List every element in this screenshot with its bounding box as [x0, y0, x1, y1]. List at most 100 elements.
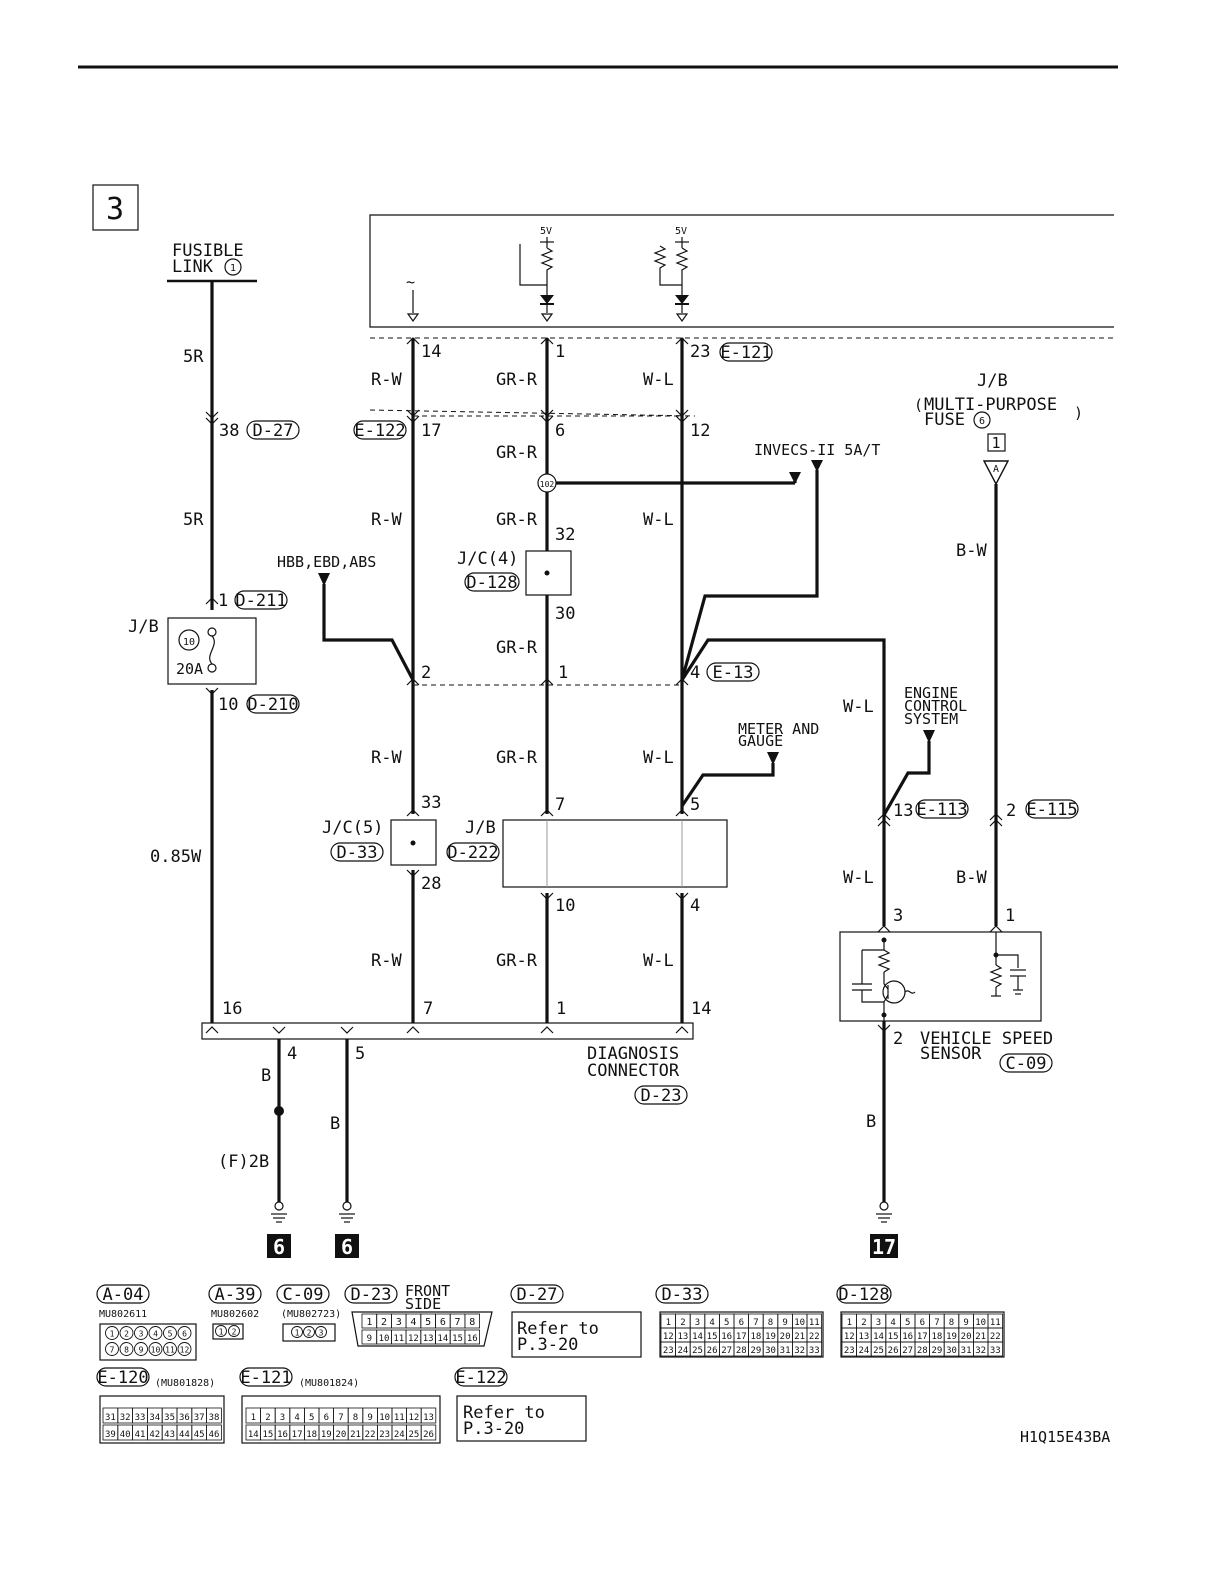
legend-d33-pin: 9 [782, 1318, 787, 1328]
legend-d128-pin: 9 [963, 1318, 968, 1328]
legend-d23-code: D-23 [351, 1285, 392, 1305]
legend-d33-pin: 16 [721, 1332, 732, 1342]
legend-d27-ref2: P.3-20 [517, 1335, 578, 1355]
legend-e120-pin: 32 [120, 1413, 131, 1423]
svg-text:~: ~ [406, 273, 415, 291]
legend-d23-pin: 1 [366, 1317, 372, 1328]
vss-label-2: SENSOR [920, 1044, 982, 1064]
legend-e120-pin: 31 [105, 1413, 116, 1423]
legend-e120-pin: 33 [135, 1413, 146, 1423]
jb-fuse-link-num: 1 [991, 434, 1000, 452]
jb-fuse-label-2: MULTI-PURPOSE [924, 395, 1057, 415]
e113-pin: 13 [893, 801, 913, 821]
wire-grr-column [540, 337, 554, 1023]
meter-label-2: GAUGE [738, 732, 783, 750]
diag-pin-1: 1 [556, 999, 566, 1019]
conn-e122: E-122 [354, 421, 405, 441]
wire-label-rw-3: R-W [371, 748, 402, 768]
legend-a04-pin: 1 [110, 1330, 115, 1339]
jb222-pin-5: 5 [690, 795, 700, 815]
legend-e120-pin: 34 [149, 1413, 160, 1423]
conn-e115: E-115 [1026, 800, 1077, 820]
fusible-link-num-circle [224, 258, 242, 276]
e121-pin-14: 14 [421, 342, 441, 362]
ground-num-3: 17 [872, 1235, 896, 1259]
legend-d33-pin: 3 [695, 1318, 700, 1328]
legend-d128-pin: 25 [873, 1346, 884, 1356]
legend-a04-pin: 9 [139, 1346, 144, 1355]
vehicle-speed-sensor [839, 925, 1042, 1032]
legend-d23-pin: 8 [469, 1317, 475, 1328]
wire-label-b-3: B [866, 1112, 876, 1132]
wire-label-wl-5: W-L [843, 697, 874, 717]
legend-d128-pin: 19 [946, 1332, 957, 1342]
legend-d33-pin: 12 [663, 1332, 674, 1342]
legend-d128-pin: 26 [888, 1346, 899, 1356]
wire-wl-column [675, 337, 689, 1023]
legend-a04-cell [177, 1326, 192, 1340]
legend-d33-pin: 28 [736, 1346, 747, 1356]
legend-a04-pin: 8 [124, 1346, 129, 1355]
legend-d128-pin: 11 [990, 1318, 1001, 1328]
legend-d128-pin: 5 [905, 1318, 910, 1328]
legend-d23-note1: FRONT [405, 1282, 450, 1300]
legend-e121-code: E-121 [240, 1368, 291, 1388]
legend-a04-pin: 4 [153, 1330, 158, 1339]
legend-d23-pin: 4 [410, 1317, 416, 1328]
conn-e113: E-113 [916, 800, 967, 820]
legend-e121-pin: 25 [408, 1430, 419, 1440]
legend-d128-pin: 20 [961, 1332, 972, 1342]
vss-pin-2: 2 [893, 1029, 903, 1049]
legend-e121-pin: 22 [365, 1430, 376, 1440]
legend-a04-pin: 10 [151, 1346, 161, 1355]
legend-d33-pin: 23 [663, 1346, 674, 1356]
conn-e121: E-121 [720, 343, 771, 363]
legend-a04-cell [163, 1326, 177, 1340]
diag-label: DIAGNOSIS [587, 1044, 679, 1064]
svg-text:): ) [1074, 404, 1083, 422]
legend-d33-pin: 26 [707, 1346, 718, 1356]
legend-a04-cell [134, 1342, 148, 1356]
jb10-fuse-num: 10 [183, 637, 195, 648]
legend-e121-pin: 11 [394, 1413, 405, 1423]
jb10-amp: 20A [176, 660, 203, 678]
legend-a04-cell [119, 1326, 134, 1340]
legend-d128-pin: 17 [917, 1332, 928, 1342]
section-number: 3 [106, 192, 124, 227]
legend-a04-pin: 11 [165, 1346, 175, 1355]
vss-pin-3: 3 [893, 906, 903, 926]
legend-d23-pin: 12 [408, 1334, 419, 1344]
legend-d128-pin: 13 [858, 1332, 869, 1342]
jb222-label: J/B [465, 818, 496, 838]
ecu-5v-label-1: 5V [540, 226, 552, 237]
wire-label-f2b: (F)2B [218, 1152, 269, 1172]
legend-e121-pin: 13 [423, 1413, 434, 1423]
legend-c09-pin: 3 [319, 1329, 324, 1338]
legend-d33-pin: 13 [677, 1332, 688, 1342]
legend-a39-cell [215, 1325, 227, 1337]
legend-a04-pin: 5 [168, 1330, 173, 1339]
conn-d210: D-210 [247, 695, 298, 715]
legend-e122-ref2: P.3-20 [463, 1419, 524, 1439]
jb-fuse-10 [167, 597, 257, 695]
conn-e13: E-13 [713, 663, 754, 683]
e121-pin-1: 1 [555, 342, 565, 362]
legend-e120-cell [206, 1424, 222, 1441]
legend-e121-pin: 12 [408, 1413, 419, 1423]
legend-d23-pin: 7 [455, 1317, 461, 1328]
legend-e120-code: E-120 [97, 1368, 148, 1388]
wire-label-5r-2: 5R [183, 510, 204, 530]
legend-a04-cell [148, 1326, 163, 1340]
legend-a04-cell [148, 1342, 163, 1356]
legend-a04-pin: 7 [110, 1346, 115, 1355]
jc5-block [390, 809, 437, 877]
legend-a04-part: MU802611 [99, 1309, 147, 1320]
legend-d33-pin: 14 [692, 1332, 703, 1342]
wire-label-rw-4: R-W [371, 951, 402, 971]
legend-c09-pin: 2 [307, 1329, 312, 1338]
diag-pin-14: 14 [691, 999, 711, 1019]
legend-c09-part: (MU802723) [281, 1309, 341, 1320]
jc4-label: J/C(4) [457, 549, 518, 569]
wire-label-grr-2: GR-R [496, 443, 538, 463]
fusible-link-num: 1 [230, 263, 236, 274]
